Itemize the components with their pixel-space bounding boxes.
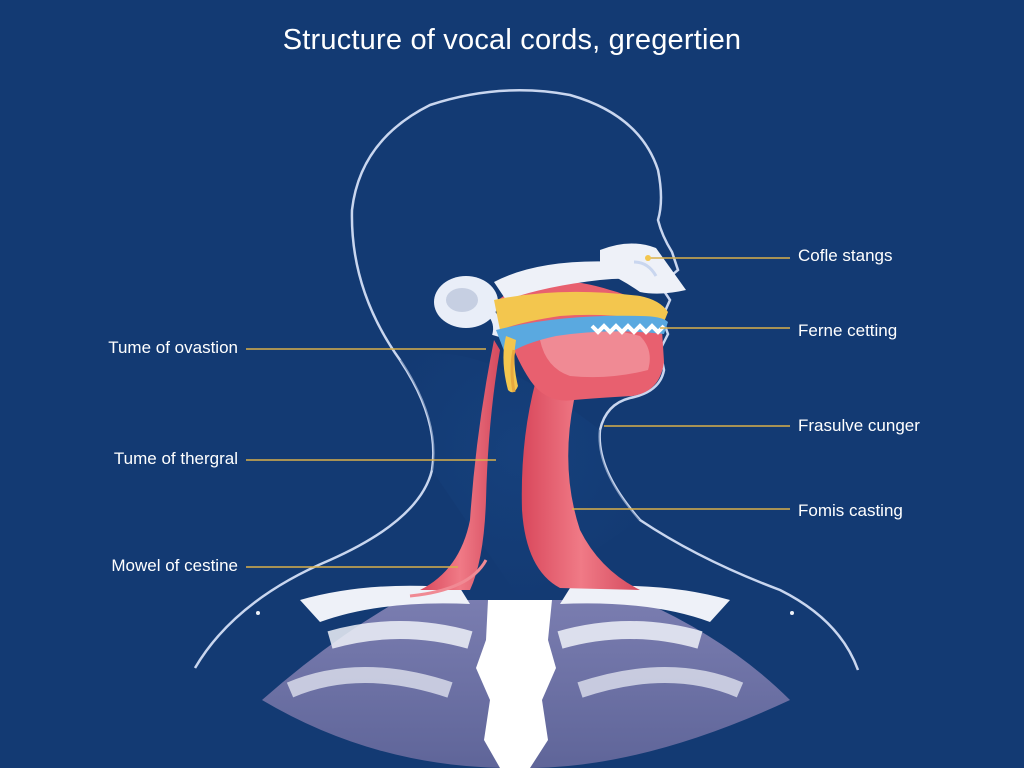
diagram-title: Structure of vocal cords, gregertien — [282, 24, 742, 56]
right-clavicle — [560, 585, 730, 622]
leader-lines — [246, 257, 790, 568]
label-left-3: Mowel of cestine — [111, 556, 238, 575]
label-right-3: Frasulve cunger — [798, 416, 920, 435]
ear-structure — [434, 276, 502, 338]
label-right-4: Fomis casting — [798, 501, 903, 520]
label-right-2: Ferne cetting — [798, 321, 898, 340]
label-left-1: Tume of ovastion — [108, 338, 238, 357]
label-left-2: Tume of thergral — [113, 449, 238, 468]
torso — [262, 585, 790, 768]
sternum — [476, 600, 556, 768]
nose-upper-jaw — [590, 243, 686, 335]
label-right-1: Cofle stangs — [798, 246, 893, 265]
